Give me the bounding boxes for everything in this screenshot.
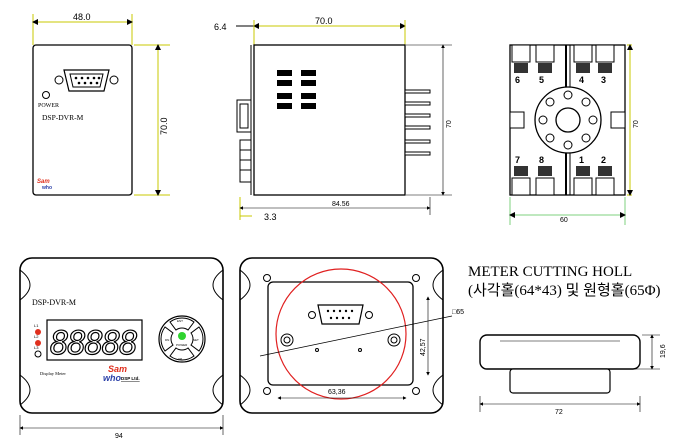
led-l1 (35, 329, 41, 335)
side-offset-label: 6.4 (214, 22, 227, 32)
front-width-label: 48.0 (73, 12, 91, 22)
key-left[interactable] (160, 326, 174, 352)
cutout-note-line2: (사각홀(64*43) 및 원형홀(65Φ) (468, 283, 661, 299)
bottom-body (509, 368, 611, 394)
terminal-1: 1 (579, 155, 584, 165)
led-l3 (34, 350, 42, 358)
led-l2-label: L2 (34, 334, 39, 339)
key-ent-label: ENT (177, 319, 183, 323)
led-l1-label: L1 (34, 323, 39, 328)
side-terminal-offset: 3.3 (264, 212, 277, 222)
key-dn-label: DN (165, 338, 169, 342)
panel-width-label: 94 (115, 433, 123, 440)
panel-logo-bottom: who (103, 373, 121, 383)
socket-view: 6 5 4 3 7 8 1 2 60 70 (509, 44, 640, 225)
power-led (42, 91, 50, 99)
terminal-6: 6 (515, 75, 520, 85)
panel-logo-sub: DSP Ltd. (121, 376, 140, 381)
side-depth-label: 84.56 (332, 201, 350, 208)
keypad: ENT UP DN SET POWER (158, 315, 206, 363)
side-view: 6.4 70.0 70 84.56 3.3 (214, 16, 453, 222)
power-label: POWER (38, 103, 59, 109)
center-key-label: POWER (176, 343, 188, 347)
front-height-label: 70.0 (159, 117, 169, 135)
socket-width-label: 60 (560, 217, 568, 224)
circle-diameter-label: □65 (452, 309, 464, 316)
cut-height-label: 42,57 (420, 338, 427, 356)
bottom-height-label: 19,6 (660, 344, 667, 358)
panel-model-label: DSP-DVR-M (32, 298, 76, 307)
cutout-note-line1: METER CUTTING HOLL (468, 264, 633, 280)
front-logo-bottom: who (41, 185, 52, 191)
led-indicators: L1 L2 L3 (34, 323, 42, 358)
panel-rear-view: □65 42,57 63,36 (239, 257, 464, 414)
bottom-width-label: 72 (555, 409, 563, 416)
rear-db9 (317, 304, 364, 325)
side-height-label: 70 (446, 120, 453, 128)
bottom-bezel (479, 334, 641, 370)
power-led-green (178, 332, 186, 340)
led-l3-label: L3 (34, 345, 39, 350)
cut-width-label: 63,36 (328, 389, 346, 396)
terminal-2: 2 (601, 155, 606, 165)
terminal-4: 4 (579, 75, 584, 85)
key-bottom[interactable] (169, 347, 195, 361)
key-top[interactable] (169, 317, 195, 331)
side-body (253, 44, 406, 196)
front-model-label: DSP-DVR-M (42, 113, 84, 122)
front-logo-top: Sam (37, 179, 50, 185)
led-l2 (35, 340, 41, 346)
socket-height-label: 70 (633, 120, 640, 128)
seven-seg-display: 88888 (50, 324, 137, 362)
seven-seg-window (46, 319, 143, 361)
side-width-label: 70.0 (315, 16, 333, 26)
bottom-view: 19,6 72 (479, 334, 667, 416)
vent-slots (277, 70, 316, 109)
key-up-label: UP (178, 357, 182, 361)
terminal-3: 3 (601, 75, 606, 85)
cutout-note: METER CUTTING HOLL (사각홀(64*43) 및 원형홀(65Φ… (468, 263, 661, 301)
panel-caption: Display Meter (40, 371, 66, 376)
terminal-5: 5 (539, 75, 544, 85)
key-set-label: SET (193, 338, 199, 342)
key-right[interactable] (190, 326, 204, 352)
terminal-8: 8 (539, 155, 544, 165)
panel-logo-top: Sam (108, 364, 127, 374)
panel-front-view: DSP-DVR-M L1 L2 L3 88888 Display Meter S… (19, 257, 224, 440)
rear-body (267, 281, 414, 386)
front-view: 48.0 POWER DSP-DVR-M Sam who 70.0 (32, 12, 170, 196)
terminal-7: 7 (515, 155, 520, 165)
